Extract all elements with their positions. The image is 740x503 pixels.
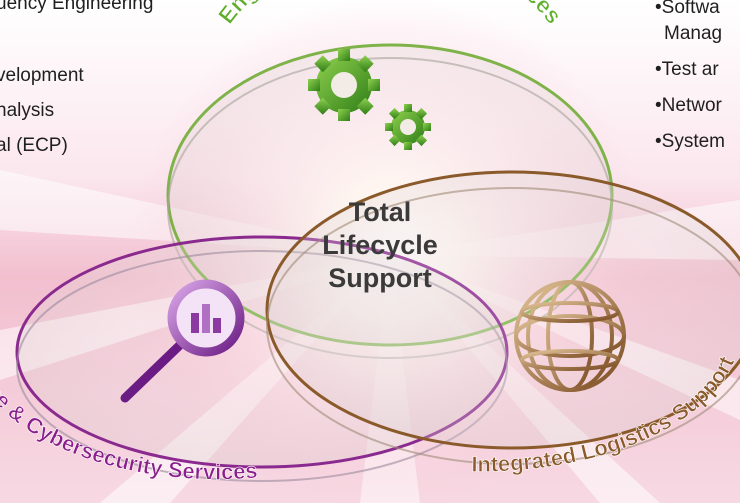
- magnifier-icon: [120, 279, 245, 403]
- right-list-item: Manag: [664, 23, 723, 44]
- center-line-1: Total: [348, 197, 412, 227]
- globe-icon: [514, 280, 626, 392]
- left-bullet-list: uency Engineering velopment nalysis al (…: [0, 0, 153, 159]
- right-list-item: •Test ar: [655, 59, 719, 80]
- right-list-item: •Networ: [655, 95, 722, 116]
- gears-icon: [308, 49, 431, 150]
- center-line-3: Support: [328, 263, 432, 293]
- center-line-2: Lifecycle: [322, 230, 438, 260]
- left-list-item: uency Engineering: [0, 0, 154, 14]
- left-list-item: velopment: [0, 65, 84, 86]
- left-list-item: nalysis: [0, 100, 55, 121]
- right-list-item: •System: [655, 131, 725, 152]
- left-list-item: al (ECP): [0, 135, 68, 156]
- right-list-item: •Softwa: [655, 0, 720, 18]
- right-bullet-list: •Softwa Manag •Test ar •Networ •System: [655, 0, 725, 155]
- logistics-circle: [265, 170, 740, 465]
